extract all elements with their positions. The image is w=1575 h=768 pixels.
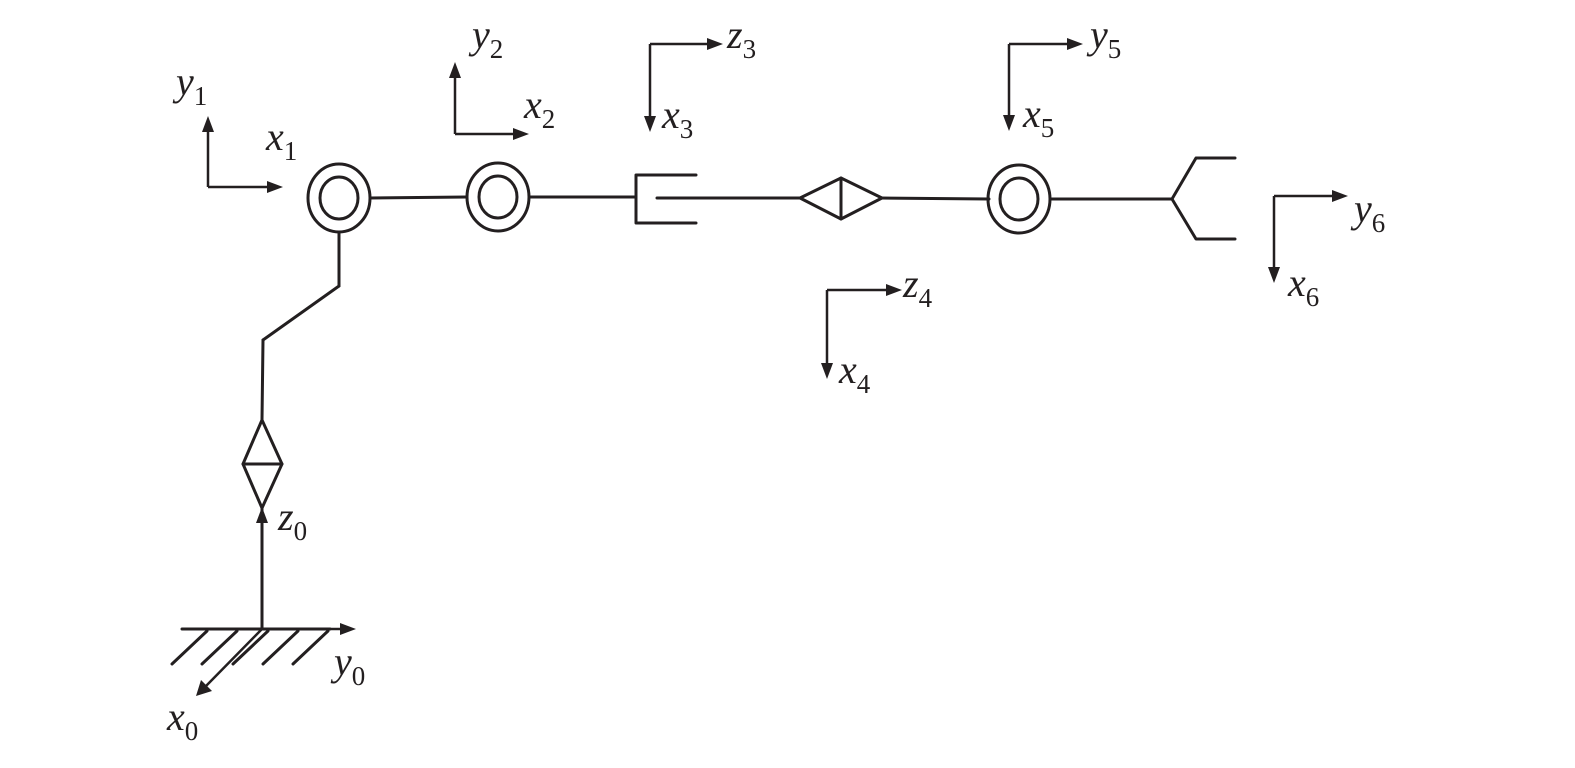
frame-4-axes	[821, 284, 902, 379]
arm-links	[260, 195, 1174, 631]
joint-3-revolute-symbol	[465, 161, 531, 233]
link-joint5-joint6	[878, 196, 991, 201]
label-y0: y0	[330, 639, 365, 691]
link-elbow-diagonal	[261, 284, 341, 342]
label-y1: y1	[172, 59, 207, 111]
joint-2-revolute-symbol	[306, 162, 372, 234]
frame-3-axes	[644, 38, 723, 132]
label-y5: y5	[1086, 12, 1121, 64]
link-column-upper	[260, 338, 265, 422]
label-x2: x2	[523, 82, 555, 134]
frame-5-axes	[1003, 38, 1083, 131]
label-x3: x3	[661, 92, 693, 144]
gripper-end-effector	[1170, 156, 1237, 241]
label-x1: x1	[265, 114, 297, 166]
frame-0-axes	[196, 507, 356, 696]
joint-4-prismatic-symbol	[634, 173, 698, 225]
link-joint2-joint3	[368, 195, 469, 200]
label-x6: x6	[1287, 260, 1319, 312]
label-z0: z0	[277, 494, 307, 546]
label-x4: x4	[838, 347, 871, 399]
label-z4: z4	[902, 261, 933, 313]
joint-6-revolute-symbol	[986, 163, 1052, 235]
label-x0: x0	[166, 694, 198, 746]
frame-6-axes	[1268, 190, 1348, 283]
label-x5: x5	[1022, 91, 1054, 143]
label-y6: y6	[1350, 186, 1385, 238]
joint-5-rotational-symbol	[798, 176, 884, 221]
label-z3: z3	[726, 12, 756, 64]
frame-2-axes	[449, 62, 529, 140]
ground-base	[170, 627, 332, 666]
joint-1-rotational-symbol	[241, 418, 284, 510]
label-y2: y2	[468, 12, 503, 64]
frame-1-axes	[202, 116, 283, 193]
